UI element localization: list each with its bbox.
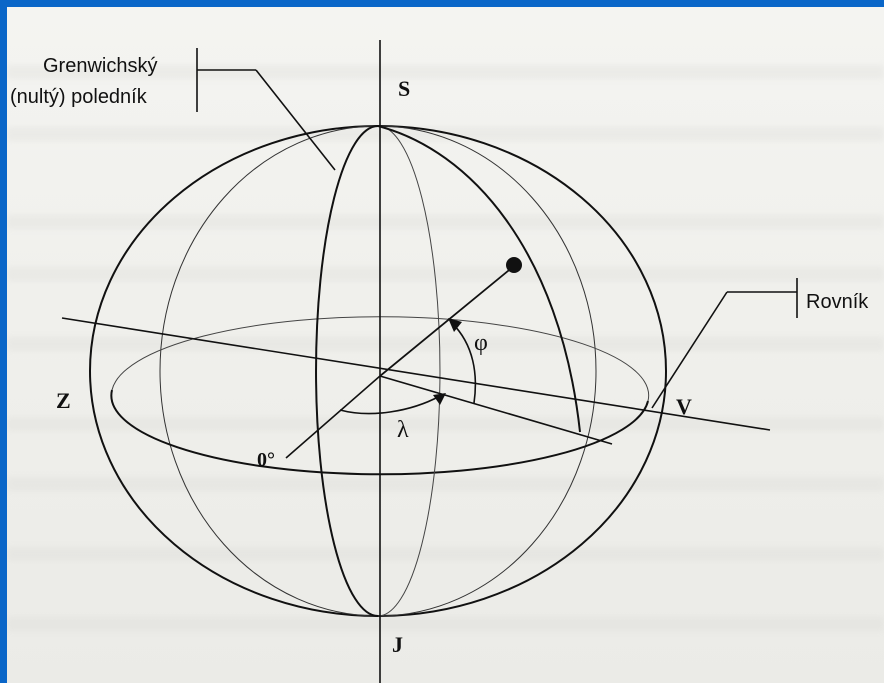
bleed-through-text <box>7 477 884 491</box>
bleed-through-text <box>7 127 884 141</box>
point-projection-axis <box>379 375 613 445</box>
east-label: V <box>676 394 692 419</box>
zero-axis-line <box>285 375 381 459</box>
equator-front-arc <box>110 389 649 476</box>
radius-to-point <box>379 265 515 377</box>
west-east-axis <box>61 317 771 431</box>
bleed-through-text <box>7 65 884 79</box>
bleed-through-text <box>7 547 884 561</box>
longitude-symbol: λ <box>397 417 409 443</box>
west-label: Z <box>56 388 71 413</box>
south-pole-label: J <box>392 632 403 657</box>
bleed-through-text <box>7 617 884 631</box>
globe-outline <box>89 125 667 617</box>
latitude-arc <box>451 322 477 404</box>
latitude-arrowhead <box>448 318 462 332</box>
bleed-through-text <box>7 215 884 229</box>
back-meridian <box>159 125 597 617</box>
latitude-symbol: φ <box>474 330 488 356</box>
point-meridian <box>377 125 581 433</box>
longitude-arrowhead <box>433 393 446 405</box>
greenwich-label-line2: (nultý) poledník <box>10 86 148 108</box>
north-pole-label: S <box>398 76 410 101</box>
equator-leader-diagonal <box>651 291 728 409</box>
prime-meridian-front <box>315 125 379 617</box>
location-point <box>506 257 522 273</box>
prime-meridian-back <box>377 125 441 617</box>
bleed-through-text <box>7 417 884 431</box>
longitude-arc <box>339 395 441 415</box>
equator-back-arc <box>111 316 650 402</box>
zero-meridian-axis <box>282 446 614 462</box>
bleed-through-text <box>7 267 884 281</box>
zero-degree-label: 0° <box>257 449 275 471</box>
greenwich-leader-diagonal <box>255 69 336 171</box>
equator-label: Rovník <box>806 291 869 313</box>
greenwich-label-line1: Grenwichský <box>43 55 157 77</box>
